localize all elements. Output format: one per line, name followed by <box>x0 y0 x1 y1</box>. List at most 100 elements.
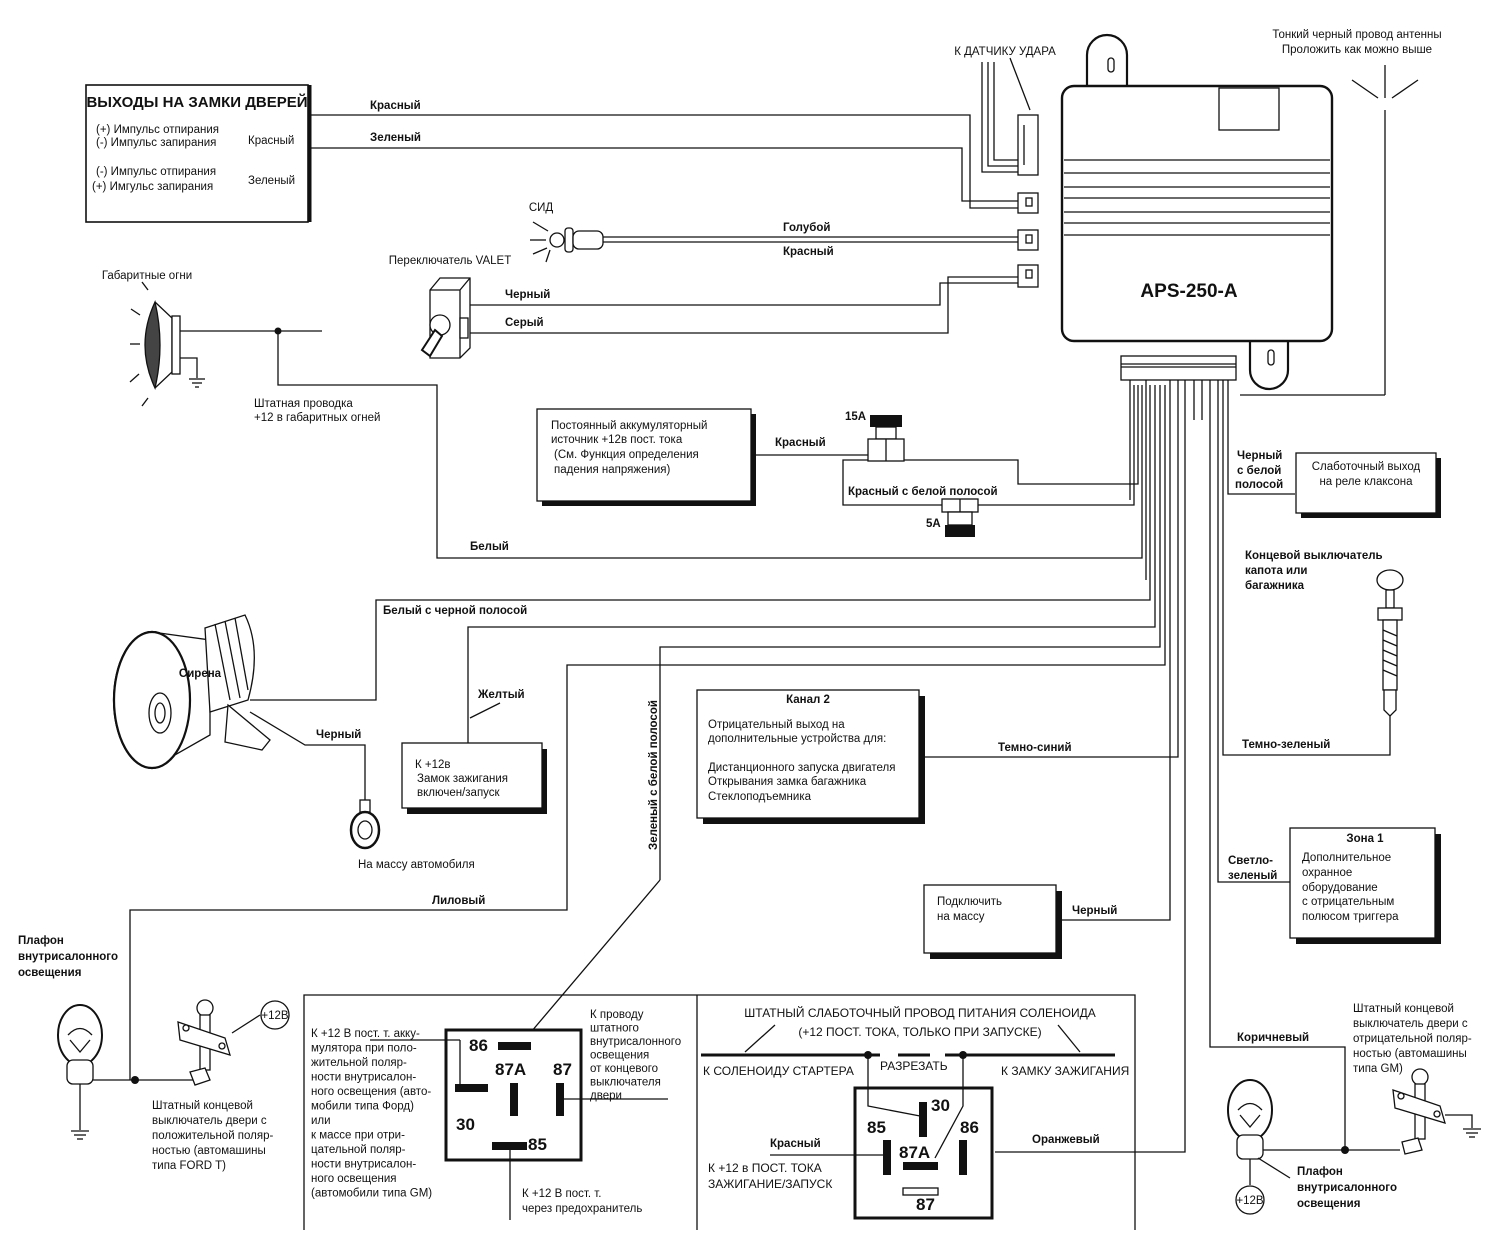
relay2-cut-label: РАЗРЕЗАТЬ <box>880 1059 948 1073</box>
wire-label-light-green-2: зеленый <box>1228 870 1277 882</box>
wire-light-green <box>1217 380 1290 883</box>
wire-label-red-white: Красный с белой полосой <box>848 486 998 498</box>
relay2-pin-30: 30 <box>931 1096 950 1115</box>
siren-label: Сирена <box>179 668 222 680</box>
siren-ground-label: На массу автомобиля <box>358 859 475 871</box>
relay1-panel: К +12 В пост. т. акку-мулятора при поло-… <box>303 994 1136 1230</box>
relay2-panel: ШТАТНЫЙ СЛАБОТОЧНЫЙ ПРОВОД ПИТАНИЯ СОЛЕН… <box>701 1005 1129 1220</box>
dome-light-left <box>57 1004 103 1140</box>
mount-hole-top <box>1107 57 1115 73</box>
hood-switch-line-3: багажника <box>1245 580 1305 592</box>
antenna-label-2: Проложить как можно выше <box>1282 44 1432 56</box>
wire-label-violet: Лиловый <box>432 895 485 907</box>
wire-label-orange: Оранжевый <box>1032 1134 1100 1146</box>
antenna-label-1: Тонкий черный провод антенны <box>1272 29 1441 41</box>
wire-label-led-red: Красный <box>783 246 834 258</box>
zone1-line-4: с отрицательным <box>1302 896 1394 908</box>
relay1-pin-30: 30 <box>456 1115 475 1134</box>
relay1-left-text: К +12 В пост. т. акку-мулятора при поло-… <box>311 1028 432 1200</box>
fuse-5a: 5А <box>926 498 979 537</box>
relay2-title-1: ШТАТНЫЙ СЛАБОТОЧНЫЙ ПРОВОД ПИТАНИЯ СОЛЕН… <box>744 1005 1095 1020</box>
relay1-right-line-6: выключателя <box>590 1077 661 1089</box>
dome-right-note-1: Штатный концевой <box>1353 1003 1454 1015</box>
relay1-left-line-4: ности внутрисалон- <box>311 1072 416 1084</box>
channel2-title: Канал 2 <box>786 694 830 706</box>
wire-label-door-green: Зеленый <box>370 132 421 144</box>
ground-line-1: Подключить <box>937 896 1002 908</box>
relay1-pin-87a: 87А <box>495 1060 526 1079</box>
door-switch-left <box>177 999 231 1086</box>
zone1-line-3: оборудование <box>1302 882 1378 894</box>
channel2-box: Канал 2 Отрицательный выход на дополните… <box>696 689 925 824</box>
ground-ring-terminal <box>349 799 381 850</box>
v12-right: +12В <box>1236 1195 1264 1207</box>
wire-valet-gray <box>470 276 1018 334</box>
wire-label-siren-ground: Черный <box>316 729 361 741</box>
wire-white-black <box>250 385 1151 701</box>
parking-lights-label: Габаритные огни <box>102 270 192 282</box>
relay1-left-line-2: мулятора при поло- <box>311 1043 417 1055</box>
relay1-left-line-6: мобили типа Форд) <box>311 1101 414 1113</box>
relay2-pin-87: 87 <box>916 1195 935 1214</box>
zone1-line-5: полюсом триггера <box>1302 911 1399 923</box>
shock-sensor-label: К ДАТЧИКУ УДАРА <box>954 46 1056 58</box>
relay1-left-line-5: ного освещения (авто- <box>311 1086 431 1098</box>
unit-body <box>1060 84 1334 343</box>
wire-label-green-white: Зеленый с белой полосой <box>648 700 660 850</box>
relay2-left-label: К СОЛЕНОИДУ СТАРТЕРА <box>703 1064 854 1078</box>
wire-dark-green <box>1222 380 1391 756</box>
dome-right-title-3: освещения <box>1297 1198 1360 1210</box>
relay1-bottom-1: К +12 В пост. т. <box>522 1188 601 1200</box>
horn-box-line-2: на реле клаксона <box>1319 476 1413 488</box>
relay1-left-line-9: цательной поляр- <box>311 1144 406 1156</box>
ground-box: Подключить на массу <box>923 884 1062 959</box>
wire-label-dark-green: Темно-зеленый <box>1242 739 1330 751</box>
led: СИД <box>529 202 604 263</box>
battery-line-3: (См. Функция определения <box>554 449 699 461</box>
door-locks-row2-color: Зеленый <box>248 175 295 187</box>
relay1-left-line-7: или <box>311 1115 331 1127</box>
relay1-right-line-5: от концевого <box>590 1063 658 1075</box>
dome-right-note-5: типа GM) <box>1353 1063 1403 1075</box>
battery-line-4: падения напряжения) <box>554 464 670 476</box>
ignition-box: К +12в Замок зажигания включен/запуск <box>401 742 547 814</box>
valet-switch[interactable]: Переключатель VALET <box>389 255 511 359</box>
dome-right-note-2: выключатель двери с <box>1353 1018 1468 1030</box>
ground-line-2: на массу <box>937 911 985 923</box>
dome-right-note-3: отрицательной поляр- <box>1353 1033 1472 1045</box>
dome-left-title-2: внутрисалонного <box>18 951 118 963</box>
relay1-right-line-1: К проводу <box>590 1009 644 1021</box>
door-locks-row1-line2: (-) Импульс запирания <box>96 137 216 149</box>
led-label: СИД <box>529 202 554 214</box>
door-switch-right <box>1392 1068 1446 1155</box>
wire-orange <box>995 380 1186 1153</box>
battery-line-2: источник +12в пост. тока <box>551 434 683 446</box>
relay1-right-line-7: двери <box>590 1090 622 1102</box>
relay2-title-2: (+12 ПОСТ. ТОКА, ТОЛЬКО ПРИ ЗАПУСКЕ) <box>798 1025 1041 1039</box>
relay1-right-line-3: внутрисалонного <box>590 1036 681 1048</box>
shock-sensor-connector <box>1017 114 1039 176</box>
mount-tab-bottom <box>1248 341 1290 391</box>
shock-sensor: К ДАТЧИКУ УДАРА <box>954 46 1056 176</box>
relay1-bottom-2: через предохранитель <box>522 1203 642 1215</box>
dome-left-note-2: выключатель двери с <box>152 1115 267 1127</box>
relay1-pin-85: 85 <box>528 1135 547 1154</box>
wire-label-light-green-1: Светло- <box>1228 855 1273 867</box>
battery-line-1: Постоянный аккумуляторный <box>551 420 707 432</box>
fuse-15a: 15А <box>845 411 905 462</box>
wire-label-valet-black: Черный <box>505 289 550 301</box>
relay2-red-wire: Красный <box>770 1138 821 1150</box>
wire-label-horn-2: с белой <box>1237 465 1281 477</box>
wire-label-dark-blue: Темно-синий <box>998 742 1072 754</box>
door-locks-row2-line1: (-) Импульс отпирания <box>96 166 216 178</box>
relay1-left-line-3: жительной поляр- <box>311 1057 407 1069</box>
zone1-line-1: Дополнительное <box>1302 852 1391 864</box>
relay2-pin-87a: 87А <box>899 1143 930 1162</box>
wire-label-white-black: Белый с черной полосой <box>383 605 527 617</box>
hood-switch-line-2: капота или <box>1245 565 1308 577</box>
fuse-15a-label: 15А <box>845 411 866 423</box>
dome-left-note-5: типа FORD T) <box>152 1160 226 1172</box>
dome-right-note-4: ностью (автомашины <box>1353 1048 1467 1060</box>
valet-label: Переключатель VALET <box>389 255 511 267</box>
relay1-pin-87: 87 <box>553 1060 572 1079</box>
